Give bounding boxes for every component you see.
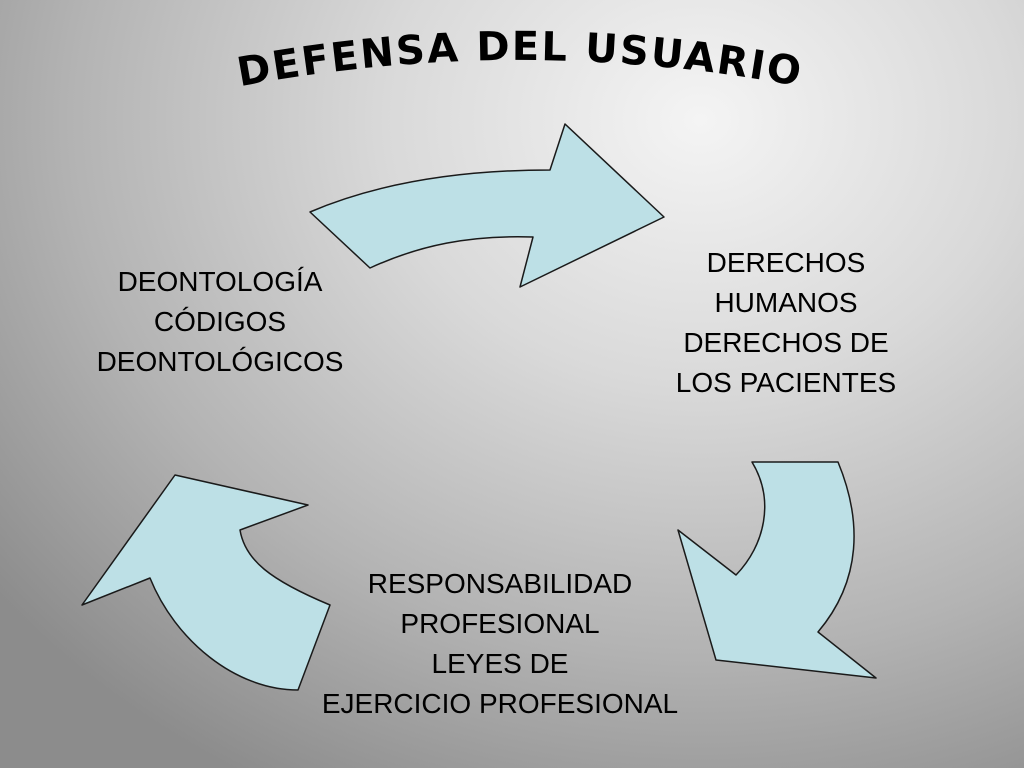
node-deontologia-line-3: DEONTOLÓGICOS: [96, 346, 344, 377]
diagram-title: DEFENSA DEL USUARIO: [234, 24, 807, 96]
node-deontologia-line-2: CÓDIGOS: [153, 306, 287, 337]
arrow-top: [309, 123, 665, 288]
node-responsabilidad-line-2: PROFESIONAL: [400, 608, 600, 639]
node-derechos: DERECHOS HUMANOS DERECHOS DE LOS PACIENT…: [636, 243, 936, 403]
node-responsabilidad-line-3: LEYES DE: [431, 648, 569, 679]
diagram-title-path: DEFENSA DEL USUARIO: [234, 24, 805, 96]
node-derechos-line-1: DERECHOS: [706, 247, 866, 278]
arrow-right: [677, 461, 877, 679]
node-derechos-line-3: DERECHOS DE: [683, 327, 889, 358]
node-derechos-line-4: LOS PACIENTES: [675, 367, 897, 398]
node-responsabilidad: RESPONSABILIDAD PROFESIONAL LEYES DE EJE…: [250, 564, 750, 724]
node-deontologia-line-1: DEONTOLOGÍA: [117, 266, 323, 297]
node-responsabilidad-line-1: RESPONSABILIDAD: [367, 568, 633, 599]
node-responsabilidad-line-4: EJERCICIO PROFESIONAL: [321, 688, 679, 719]
node-derechos-line-2: HUMANOS: [714, 287, 858, 318]
arrow-left: [81, 474, 331, 691]
node-deontologia: DEONTOLOGÍA CÓDIGOS DEONTOLÓGICOS: [60, 262, 380, 382]
